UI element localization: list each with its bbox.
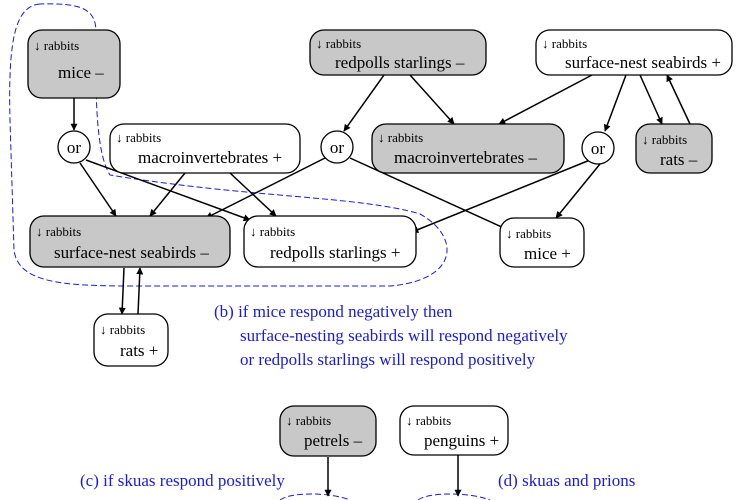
- edge-seabirds-rats: [639, 74, 663, 125]
- or-node-right: or: [581, 131, 615, 165]
- svg-text:macroinvertebrates –: macroinvertebrates –: [394, 148, 538, 167]
- edge-or1-seabirds: [79, 162, 117, 217]
- svg-text:surface-nest seabirds +: surface-nest seabirds +: [565, 53, 721, 72]
- svg-text:redpolls starlings +: redpolls starlings +: [270, 243, 400, 262]
- node-redpolls-negative: ↓ rabbits redpolls starlings –: [309, 29, 487, 76]
- edge-macro-seabirds: [149, 172, 186, 217]
- node-seabirds-negative: ↓ rabbits surface-nest seabirds –: [29, 215, 231, 268]
- node-rats-negative: ↓ rabbits rats –: [635, 123, 713, 174]
- annotation-d-line1: (d) skuas and prions: [498, 471, 635, 490]
- svg-text:↓ rabbits: ↓ rabbits: [642, 132, 687, 147]
- edge-seabirds-or3: [603, 74, 627, 132]
- svg-text:↓ rabbits: ↓ rabbits: [250, 224, 295, 239]
- node-penguins-positive: ↓ rabbits penguins +: [399, 405, 509, 456]
- edge-rats-seabirds: [666, 74, 691, 125]
- edge-redpolls-or2: [343, 74, 385, 132]
- or-node-middle: or: [320, 130, 354, 164]
- svg-text:↓ rabbits: ↓ rabbits: [378, 130, 423, 145]
- annotation-b-line2: surface-nesting seabirds will respond ne…: [240, 326, 568, 345]
- group-c-outline: [279, 493, 351, 500]
- svg-text:↓ rabbits: ↓ rabbits: [286, 413, 331, 428]
- node-mice-negative: ↓ rabbits mice –: [27, 29, 121, 99]
- edge-or2-seabirds: [205, 157, 326, 219]
- svg-text:macroinvertebrates +: macroinvertebrates +: [138, 148, 282, 167]
- node-seabirds-positive: ↓ rabbits surface-nest seabirds +: [535, 29, 733, 76]
- edge-or3-redpolls: [411, 159, 591, 233]
- svg-text:rats –: rats –: [660, 150, 698, 169]
- annotation-b-line3: or redpolls starlings will respond posit…: [240, 350, 536, 369]
- edge-seabirds-macro: [498, 74, 593, 125]
- svg-text:or: or: [330, 138, 345, 157]
- edge-seabirds-rats-bottom: [118, 267, 126, 315]
- svg-text:penguins +: penguins +: [424, 431, 499, 450]
- node-macro-negative: ↓ rabbits macroinvertebrates –: [371, 123, 565, 174]
- annotation-c-line1: (c) if skuas respond positively: [80, 471, 285, 490]
- svg-text:↓ rabbits: ↓ rabbits: [316, 36, 361, 51]
- group-b-outline: [9, 3, 448, 287]
- svg-text:surface-nest seabirds –: surface-nest seabirds –: [54, 243, 209, 262]
- edge-redpolls-macro: [409, 74, 455, 125]
- svg-text:mice +: mice +: [524, 244, 571, 263]
- svg-text:redpolls starlings –: redpolls starlings –: [335, 53, 465, 72]
- group-d-outline: [417, 493, 491, 500]
- svg-text:↓ rabbits: ↓ rabbits: [506, 226, 551, 241]
- svg-text:↓ rabbits: ↓ rabbits: [542, 36, 587, 51]
- node-macro-positive: ↓ rabbits macroinvertebrates +: [109, 123, 301, 174]
- svg-text:or: or: [67, 138, 82, 157]
- node-rats-positive: ↓ rabbits rats +: [93, 313, 169, 367]
- svg-text:↓ rabbits: ↓ rabbits: [406, 413, 451, 428]
- svg-text:↓ rabbits: ↓ rabbits: [100, 322, 145, 337]
- edge-or3-mice: [555, 163, 601, 219]
- svg-text:rats +: rats +: [120, 341, 158, 360]
- svg-text:or: or: [591, 139, 606, 158]
- node-petrels-negative: ↓ rabbits petrels –: [279, 405, 377, 457]
- edge-rats-seabirds-bottom: [136, 267, 144, 315]
- svg-text:mice –: mice –: [58, 63, 104, 82]
- svg-text:↓ rabbits: ↓ rabbits: [116, 130, 161, 145]
- node-redpolls-positive: ↓ rabbits redpolls starlings +: [243, 215, 417, 268]
- svg-text:↓ rabbits: ↓ rabbits: [36, 224, 81, 239]
- node-mice-positive: ↓ rabbits mice +: [499, 217, 585, 268]
- annotation-b-line1: (b) if mice respond negatively then: [214, 302, 453, 321]
- or-node-left: or: [57, 130, 91, 164]
- svg-text:petrels –: petrels –: [304, 431, 363, 450]
- svg-text:↓ rabbits: ↓ rabbits: [34, 38, 79, 53]
